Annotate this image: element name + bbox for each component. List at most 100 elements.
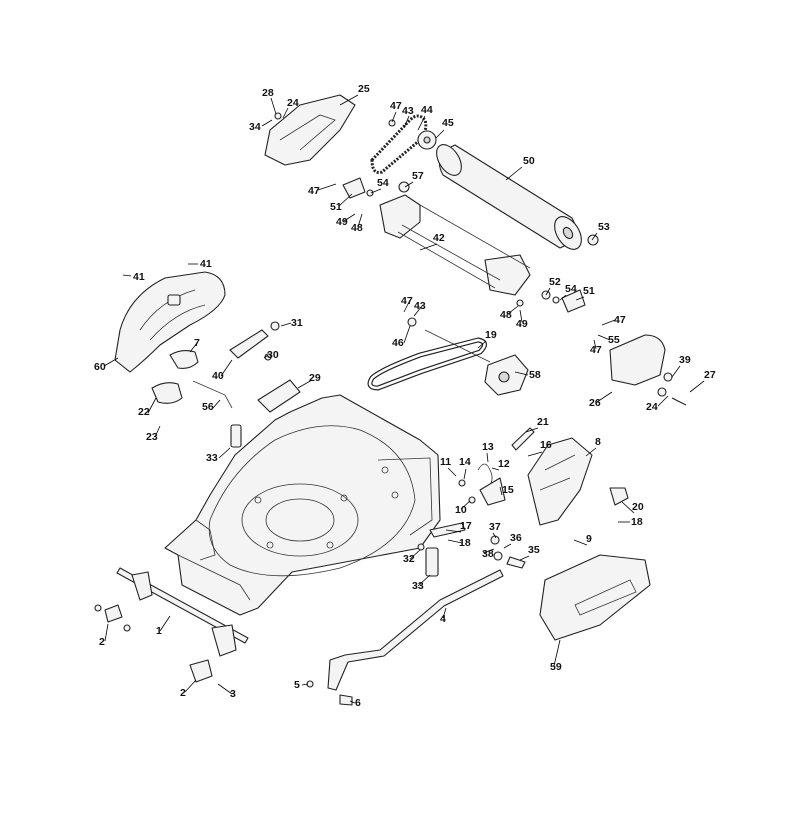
callout-4: 4 xyxy=(440,613,446,625)
leader-line xyxy=(218,447,231,459)
leader-line xyxy=(357,213,363,228)
callout-9: 9 xyxy=(586,533,592,545)
leader-line xyxy=(270,97,277,115)
springs-levers xyxy=(458,427,535,506)
front-axle xyxy=(94,567,249,683)
callout-leaders xyxy=(103,94,705,704)
leader-line xyxy=(559,294,567,301)
callout-37: 37 xyxy=(489,521,501,533)
callout-41: 41 xyxy=(133,271,145,283)
callout-49: 49 xyxy=(516,318,528,330)
callout-10: 10 xyxy=(455,504,467,516)
leader-line xyxy=(413,305,423,317)
leader-line xyxy=(343,213,356,222)
callout-20: 20 xyxy=(632,501,644,513)
callout-15: 15 xyxy=(502,484,514,496)
callout-41: 41 xyxy=(200,258,212,270)
leader-line xyxy=(217,683,233,695)
callout-54: 54 xyxy=(377,177,389,189)
callout-12: 12 xyxy=(498,458,510,470)
callout-50: 50 xyxy=(523,155,535,167)
leader-line xyxy=(492,532,497,539)
leader-line xyxy=(621,501,635,514)
callout-38: 38 xyxy=(482,548,494,560)
chain-cover xyxy=(264,94,356,166)
leader-line xyxy=(463,468,467,480)
callout-51: 51 xyxy=(583,285,595,297)
leader-line xyxy=(477,340,487,349)
callout-26: 26 xyxy=(589,397,601,409)
leader-line xyxy=(671,365,681,378)
leader-line xyxy=(519,555,530,561)
leader-line xyxy=(301,683,309,686)
callout-23: 23 xyxy=(146,431,158,443)
leader-line xyxy=(585,447,597,457)
leader-line xyxy=(482,548,495,554)
height-adjust-parts xyxy=(151,321,301,448)
leader-line xyxy=(370,188,382,194)
leader-line xyxy=(212,399,221,409)
leader-line xyxy=(447,467,457,477)
callout-6: 6 xyxy=(355,697,361,709)
callout-36: 36 xyxy=(510,532,522,544)
callout-53: 53 xyxy=(598,221,610,233)
leader-line xyxy=(103,357,119,367)
leader-line xyxy=(601,319,616,326)
leader-line xyxy=(391,111,397,123)
leader-line xyxy=(403,299,411,313)
leader-line xyxy=(419,243,438,251)
callout-39: 39 xyxy=(679,354,691,366)
callout-22: 22 xyxy=(138,406,150,418)
drive-chain xyxy=(370,114,437,174)
mower-deck xyxy=(164,394,441,616)
leader-line xyxy=(338,193,353,207)
leader-line xyxy=(403,115,410,129)
callout-43: 43 xyxy=(414,300,426,312)
callout-18: 18 xyxy=(631,516,643,528)
leader-line xyxy=(417,574,431,587)
callout-labels: 28 24 25 34 47 43 44 45 50 57 54 47 51 4… xyxy=(94,83,716,709)
callout-42: 42 xyxy=(433,232,445,244)
leader-line xyxy=(263,354,269,359)
callout-58: 58 xyxy=(529,369,541,381)
callout-11: 11 xyxy=(440,456,451,468)
callout-29: 29 xyxy=(309,372,321,384)
leader-line xyxy=(189,342,198,353)
leader-line xyxy=(184,679,197,693)
callout-2: 2 xyxy=(99,636,105,648)
leader-line xyxy=(505,166,523,181)
callout-48: 48 xyxy=(351,222,363,234)
left-wheel-cover xyxy=(114,271,226,373)
leader-line xyxy=(499,486,503,496)
leader-line xyxy=(442,607,447,619)
callout-43: 43 xyxy=(402,105,414,117)
leader-line xyxy=(317,183,337,191)
callout-33: 33 xyxy=(412,580,424,592)
callout-7: 7 xyxy=(194,337,200,349)
callout-31: 31 xyxy=(291,317,303,329)
leader-line xyxy=(507,305,519,315)
leader-line xyxy=(657,395,669,407)
callout-57: 57 xyxy=(412,170,424,182)
leader-line xyxy=(339,94,359,106)
callout-17: 17 xyxy=(460,520,472,532)
callout-47: 47 xyxy=(590,344,602,356)
callout-47: 47 xyxy=(390,100,402,112)
callout-3: 3 xyxy=(230,688,236,700)
callout-8: 8 xyxy=(595,436,601,448)
leader-line xyxy=(514,371,529,376)
leader-line xyxy=(282,107,289,119)
callout-60: 60 xyxy=(94,361,106,373)
leader-line xyxy=(573,539,588,546)
callout-14: 14 xyxy=(459,456,471,468)
leader-line xyxy=(545,287,551,296)
handle-bar xyxy=(306,569,504,706)
callout-25: 25 xyxy=(358,83,370,95)
leader-line xyxy=(417,115,426,131)
right-wheel-cover xyxy=(609,334,687,406)
leader-line xyxy=(403,325,411,344)
leader-line xyxy=(404,181,414,188)
callout-51: 51 xyxy=(330,201,342,213)
callout-16: 16 xyxy=(540,439,552,451)
